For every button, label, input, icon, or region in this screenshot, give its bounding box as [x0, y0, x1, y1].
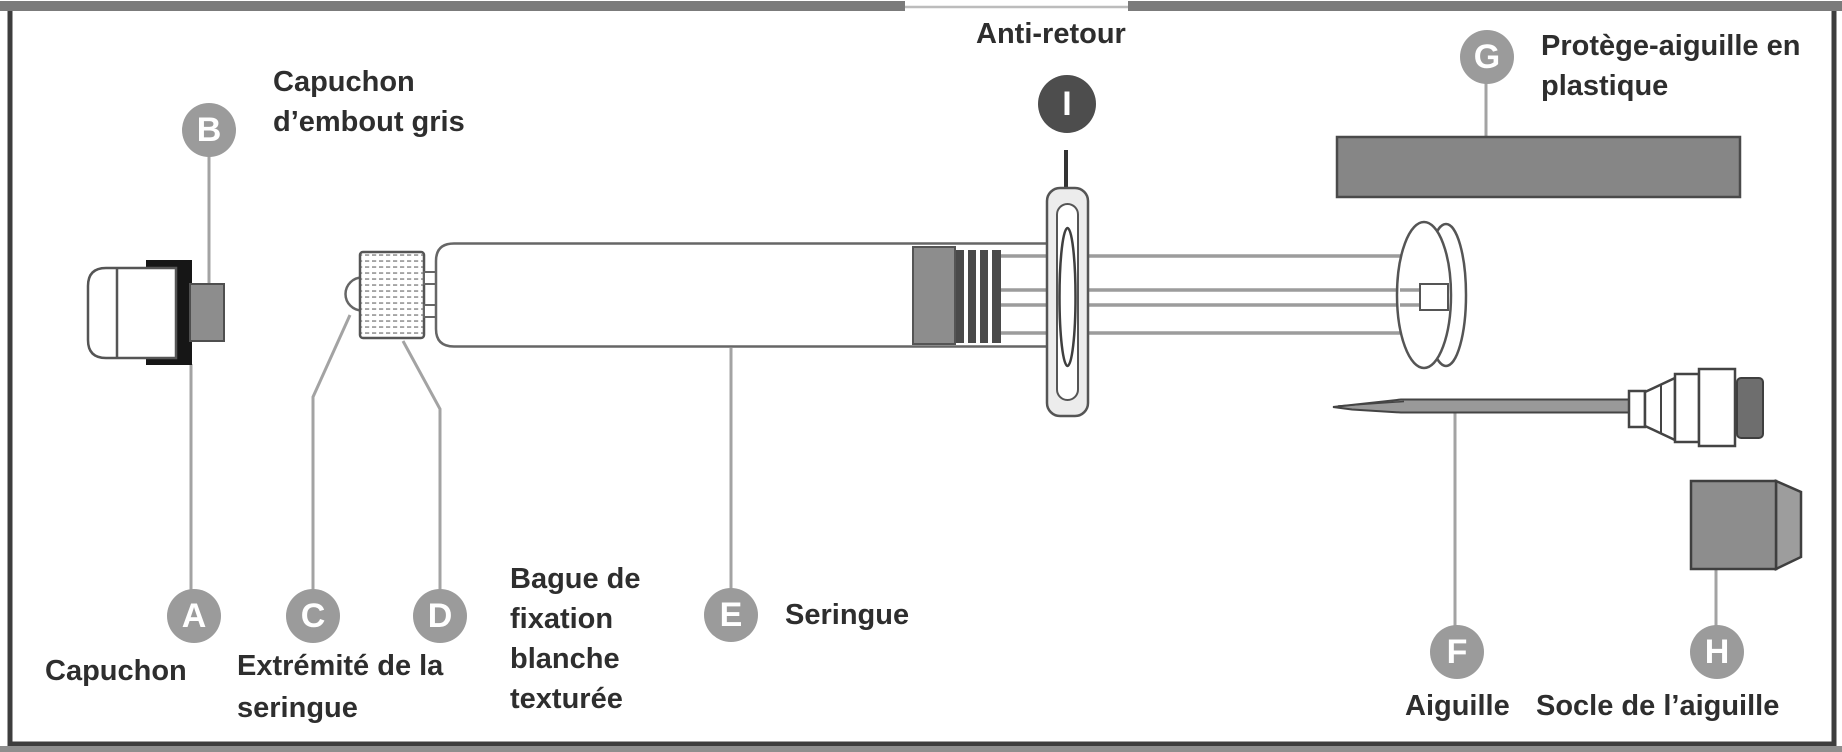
anti-return-flange	[1045, 186, 1090, 418]
syringe-tip	[344, 276, 364, 312]
label-syringe: Seringue	[785, 599, 910, 631]
hub-end-dark	[1736, 377, 1764, 439]
top-border-left-segment	[0, 1, 905, 11]
cap-body	[86, 266, 178, 360]
leader-line-c	[311, 314, 352, 592]
label-gray-tip-cap: Capuchon d’embout gris	[273, 66, 465, 138]
callout-circle-i: I	[1038, 75, 1096, 133]
callout-letter-b: B	[196, 111, 222, 149]
label-needle-base: Socle de l’aiguille	[1536, 690, 1780, 722]
label-needle-shield: Protège-aiguille en plastique	[1541, 30, 1801, 102]
syringe-barrel	[434, 242, 1048, 348]
callout-letter-c: C	[300, 597, 326, 635]
needle-base-front	[1689, 479, 1778, 571]
backstop-spring	[956, 250, 1001, 343]
flange-valve-ellipse	[1058, 226, 1077, 368]
leader-lines	[189, 83, 1718, 628]
needle-bevel	[1337, 400, 1405, 407]
needle-hub	[1627, 367, 1764, 448]
needle-base-side	[1774, 479, 1803, 571]
gray-tip-cap	[189, 283, 225, 342]
callout-circle-g: G	[1460, 30, 1514, 84]
label-needle: Aiguille	[1405, 690, 1510, 722]
label-anti-return: Anti-retour	[976, 18, 1126, 50]
callout-circle-a: A	[167, 589, 221, 643]
callout-circle-h: H	[1690, 625, 1744, 679]
callout-circle-e: E	[704, 588, 758, 642]
callout-letter-d: D	[427, 597, 453, 635]
callout-circle-b: B	[182, 103, 236, 157]
callout-letter-e: E	[719, 596, 743, 634]
label-syringe-tip: Extrémité de la seringue	[237, 650, 444, 724]
hub-body	[1697, 367, 1737, 448]
top-border-right-segment	[1128, 1, 1842, 11]
callout-letter-a: A	[181, 597, 207, 635]
syringe-cap	[86, 260, 225, 365]
callout-letter-g: G	[1473, 38, 1501, 76]
hub-ring	[1673, 372, 1701, 444]
plastic-needle-shield	[1335, 135, 1742, 199]
rod-end-cap	[1419, 283, 1449, 311]
callout-circle-c: C	[286, 589, 340, 643]
callout-letter-i: I	[1062, 85, 1072, 123]
needle-shaft	[1332, 398, 1630, 414]
thumb-rest	[1395, 220, 1468, 370]
syringe-tip-assembly	[344, 250, 438, 340]
label-fixation-ring: Bague de fixation blanche texturée	[510, 563, 641, 715]
leader-line-d	[401, 340, 442, 592]
callout-letter-h: H	[1704, 633, 1730, 671]
callout-circle-f: F	[1430, 625, 1484, 679]
textured-fixation-ring	[358, 250, 426, 340]
needle-base	[1689, 479, 1803, 571]
callout-letter-f: F	[1446, 633, 1468, 671]
bottom-border-strip	[0, 746, 1842, 752]
callout-circle-d: D	[413, 589, 467, 643]
hub-collar	[1627, 389, 1647, 429]
plunger-stopper	[912, 246, 956, 345]
top-border-gap	[905, 0, 1128, 11]
needle	[1332, 398, 1630, 414]
label-cap: Capuchon	[45, 655, 187, 687]
